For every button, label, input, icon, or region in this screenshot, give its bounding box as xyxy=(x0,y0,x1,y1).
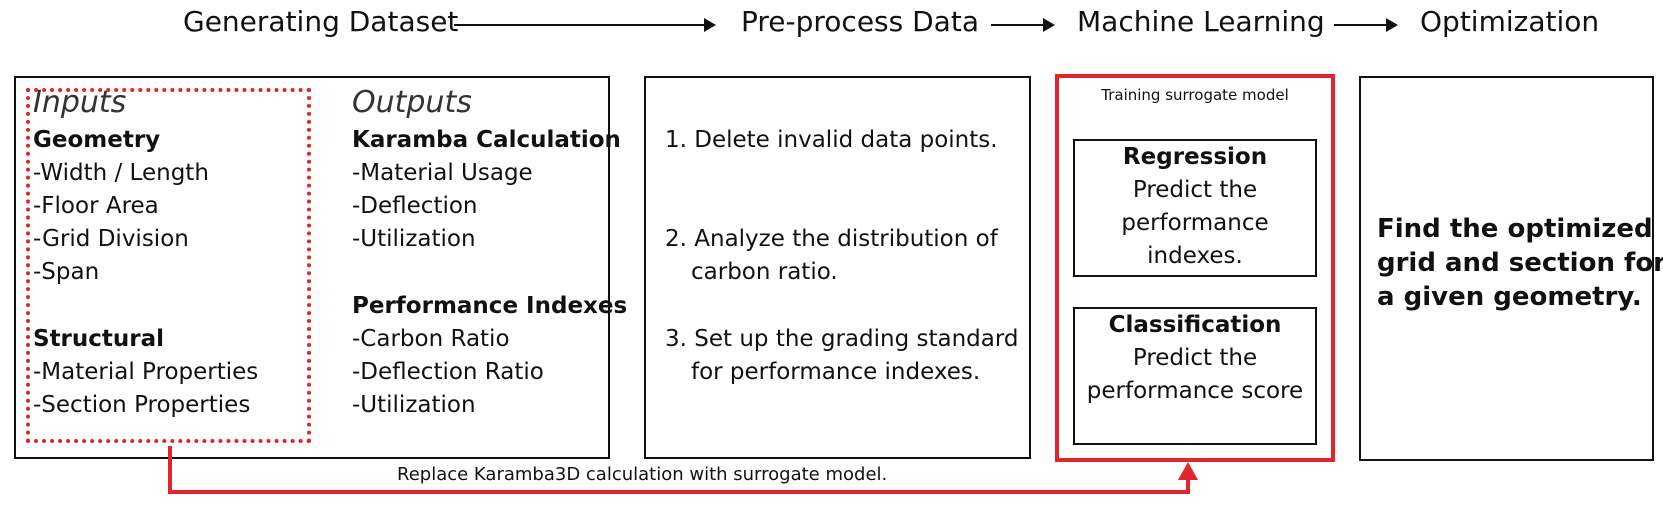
ml-title: Training surrogate model xyxy=(1101,86,1289,104)
connector-label: Replace Karamba3D calculation with surro… xyxy=(397,464,888,485)
input-item: -Material Properties xyxy=(33,359,259,385)
connector-line-up xyxy=(1186,476,1190,494)
regression-line: Predict the xyxy=(1132,177,1258,203)
regression-box: Regression Predict the performance index… xyxy=(1073,139,1317,277)
classification-line: Predict the xyxy=(1132,345,1258,371)
stage-title-ml: Machine Learning xyxy=(1077,5,1325,38)
arrow-dataset-to-preprocess xyxy=(454,18,716,32)
dataset-box xyxy=(14,76,610,459)
regression-line: indexes. xyxy=(1147,243,1243,269)
preprocess-step-3: 3. Set up the grading standard xyxy=(665,326,1019,352)
inputs-dotted-frame xyxy=(26,88,311,443)
output-item: -Carbon Ratio xyxy=(352,326,510,352)
optimization-box xyxy=(1359,76,1654,461)
output-item: -Deflection Ratio xyxy=(352,359,544,385)
regression-heading: Regression xyxy=(1122,144,1268,170)
preprocess-step-2: 2. Analyze the distribution of xyxy=(665,226,998,252)
classification-line: performance score xyxy=(1086,378,1304,404)
output-item: -Deflection xyxy=(352,193,478,219)
optimization-line: grid and section for xyxy=(1377,248,1663,278)
output-item: -Utilization xyxy=(352,392,476,418)
arrow-ml-to-optimization xyxy=(1334,18,1398,32)
input-item: -Span xyxy=(33,259,100,285)
inputs-heading-geometry: Geometry xyxy=(33,127,161,153)
optimization-line: a given geometry. xyxy=(1377,282,1642,312)
outputs-heading-performance: Performance Indexes xyxy=(352,293,628,319)
preprocess-step-2-cont: carbon ratio. xyxy=(691,259,838,285)
input-item: -Grid Division xyxy=(33,226,189,252)
connector-line-horizontal xyxy=(168,490,1190,494)
preprocess-step-1: 1. Delete invalid data points. xyxy=(665,127,998,153)
classification-heading: Classification xyxy=(1108,312,1282,338)
ml-box xyxy=(1055,74,1335,462)
classification-box: Classification Predict the performance s… xyxy=(1073,307,1317,445)
preprocess-box xyxy=(644,76,1031,459)
output-item: -Utilization xyxy=(352,226,476,252)
outputs-heading-karamba: Karamba Calculation xyxy=(352,127,621,153)
connector-arrowhead-icon xyxy=(1178,462,1198,480)
inputs-heading-structural: Structural xyxy=(33,326,165,352)
input-item: -Section Properties xyxy=(33,392,251,418)
connector-line-down xyxy=(168,446,172,494)
output-item: -Material Usage xyxy=(352,160,533,186)
stage-title-preprocess: Pre-process Data xyxy=(741,5,979,38)
stage-title-optimization: Optimization xyxy=(1420,5,1600,38)
arrow-preprocess-to-ml xyxy=(991,18,1055,32)
outputs-title: Outputs xyxy=(352,85,472,120)
input-item: -Floor Area xyxy=(33,193,159,219)
regression-line: performance xyxy=(1121,210,1269,236)
stage-title-dataset: Generating Dataset xyxy=(183,5,459,38)
optimization-line: Find the optimized xyxy=(1377,214,1653,244)
input-item: -Width / Length xyxy=(33,160,209,186)
inputs-title: Inputs xyxy=(33,85,127,120)
preprocess-step-3-cont: for performance indexes. xyxy=(691,359,981,385)
